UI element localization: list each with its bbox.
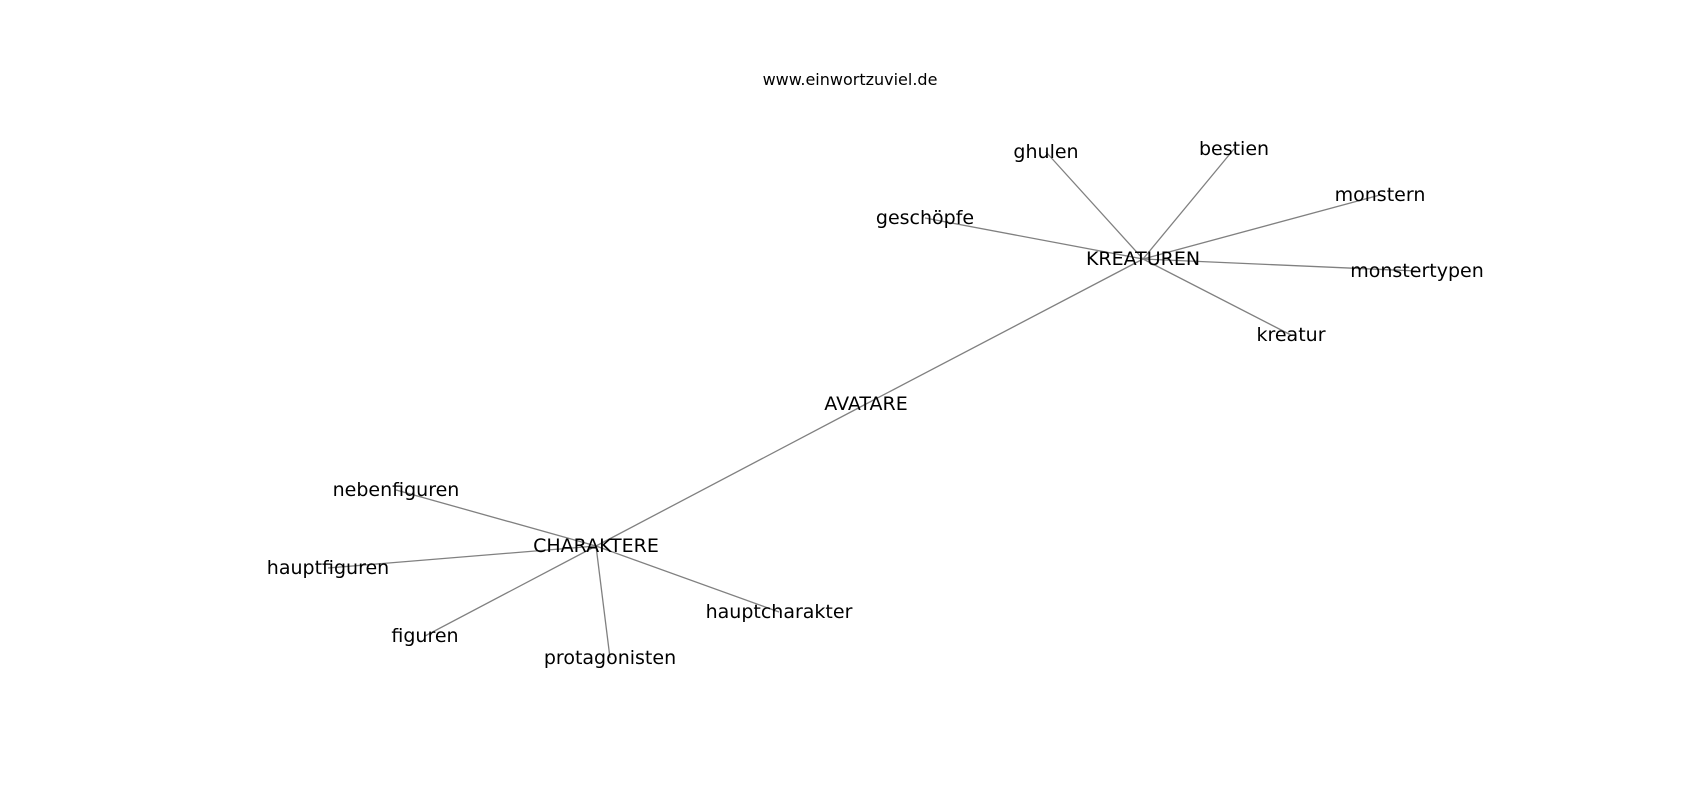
node-label-geschoepfe: geschöpfe xyxy=(876,207,974,229)
node-label-monstertypen: monstertypen xyxy=(1350,260,1484,282)
edge-charaktere-hauptcharakter xyxy=(595,545,780,613)
edge-kreaturen-ghulen xyxy=(1045,151,1144,260)
edge-kreaturen-geschoepfe xyxy=(924,217,1144,260)
node-label-protagonisten: protagonisten xyxy=(544,647,676,669)
node-label-nebenfiguren: nebenfiguren xyxy=(333,479,460,501)
edge-charaktere-protagonisten xyxy=(595,545,611,659)
edge-kreaturen-kreatur xyxy=(1142,258,1292,336)
node-label-kreaturen: KREATUREN xyxy=(1086,248,1200,270)
node-label-monstern: monstern xyxy=(1335,184,1426,206)
edge-charaktere-figuren xyxy=(424,545,597,637)
edge-charaktere-nebenfiguren xyxy=(395,489,597,547)
edge-kreaturen-bestien xyxy=(1142,148,1235,260)
node-label-hauptfiguren: hauptfiguren xyxy=(267,557,389,579)
source-link: www.einwortzuviel.de xyxy=(762,70,938,89)
edge-layer xyxy=(327,148,1418,659)
edge-kreaturen-monstern xyxy=(1142,194,1381,260)
edge-kreaturen-monstertypen xyxy=(1142,258,1418,272)
edge-avatare-charaktere xyxy=(595,403,867,547)
edge-charaktere-hauptfiguren xyxy=(327,545,597,569)
node-label-hauptcharakter: hauptcharakter xyxy=(706,601,853,623)
node-label-ghulen: ghulen xyxy=(1013,141,1078,163)
node-label-bestien: bestien xyxy=(1199,138,1269,160)
node-label-charaktere: CHARAKTERE xyxy=(533,535,659,557)
node-label-figuren: figuren xyxy=(391,625,458,647)
node-layer: AVATARE KREATUREN CHARAKTERE ghulen bestien m… xyxy=(267,138,1484,669)
edge-avatare-kreaturen xyxy=(865,258,1144,405)
node-label-avatare: AVATARE xyxy=(824,393,907,415)
node-label-kreatur: kreatur xyxy=(1256,324,1325,346)
